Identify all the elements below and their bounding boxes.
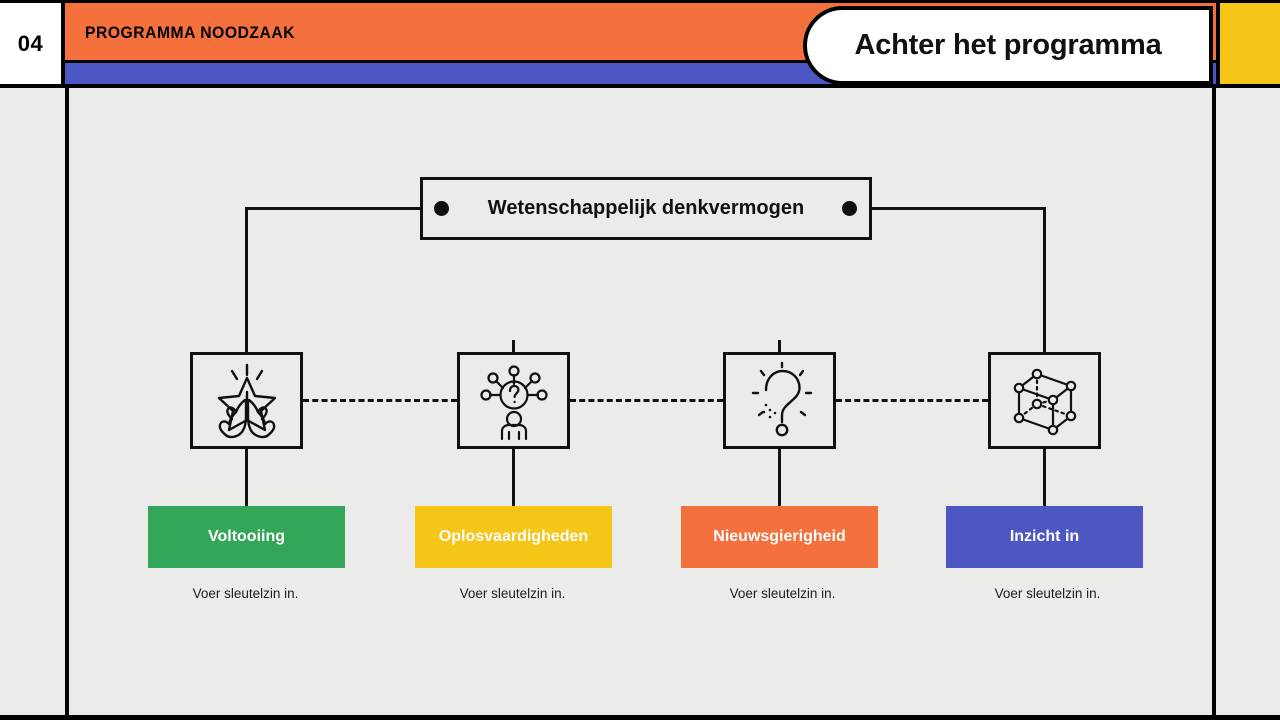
- connector-dashed-2: [836, 399, 988, 402]
- section-label: PROGRAMMA NOODZAAK: [85, 23, 296, 42]
- diagram-canvas: Wetenschappelijk denkvermogen: [0, 88, 1280, 720]
- label-text: Voltooiing: [207, 528, 285, 545]
- connector-stem-2: [778, 449, 781, 507]
- slide-title-pill: Achter het programma: [803, 6, 1213, 85]
- page-title: Achter het programma: [854, 29, 1162, 61]
- slide-header: PROGRAMMA NOODZAAK 04 Achter het program…: [0, 3, 1280, 88]
- connector-stem-3: [1043, 449, 1046, 507]
- slide-number-text: 04: [17, 30, 44, 56]
- cube-lattice-icon: [1005, 361, 1085, 441]
- icon-tile-voltooiing[interactable]: [190, 352, 303, 449]
- label-box-inzicht-in[interactable]: Inzicht in: [946, 506, 1143, 568]
- connector-stem-0: [245, 449, 248, 507]
- connector-top-stem-2: [778, 340, 781, 354]
- caption-inzicht-in[interactable]: Voer sleutelzin in.: [994, 586, 1101, 601]
- connector-root-left-horizontal: [246, 207, 436, 210]
- connector-root-right-horizontal: [848, 207, 1045, 210]
- label-box-voltooiing[interactable]: Voltooiing: [148, 506, 345, 568]
- connector-dot-right-icon: [842, 201, 857, 216]
- caption-nieuwsgierigheid[interactable]: Voer sleutelzin in.: [729, 586, 836, 601]
- slide-number-badge: 04: [0, 3, 65, 88]
- connector-dashed-1: [570, 399, 723, 402]
- caption-voltooiing[interactable]: Voer sleutelzin in.: [192, 586, 299, 601]
- shining-question-mark-icon: [740, 361, 820, 441]
- connector-top-stem-3: [1043, 340, 1046, 354]
- icon-tile-inzicht-in[interactable]: [988, 352, 1101, 449]
- connector-top-stem-1: [512, 340, 515, 354]
- connector-stem-1: [512, 449, 515, 507]
- icon-tile-nieuwsgierigheid[interactable]: [723, 352, 836, 449]
- label-text: Nieuwsgierigheid: [713, 528, 846, 545]
- person-question-network-icon: [474, 361, 554, 441]
- connector-root-left-vertical: [245, 207, 248, 353]
- header-accent-yellow: [1216, 3, 1280, 88]
- frame-left-divider: [65, 88, 69, 720]
- caption-oplosvaardigheden[interactable]: Voer sleutelzin in.: [459, 586, 566, 601]
- icon-tile-oplosvaardigheden[interactable]: [457, 352, 570, 449]
- root-node[interactable]: Wetenschappelijk denkvermogen: [420, 177, 872, 240]
- connector-top-stem-0: [245, 340, 248, 354]
- connector-root-right-vertical: [1043, 207, 1046, 353]
- label-text: Inzicht in: [1009, 528, 1080, 545]
- connector-dot-left-icon: [434, 201, 449, 216]
- connector-dashed-0: [303, 399, 457, 402]
- hands-holding-star-icon: [205, 362, 289, 440]
- label-box-nieuwsgierigheid[interactable]: Nieuwsgierigheid: [681, 506, 878, 568]
- label-box-oplosvaardigheden[interactable]: Oplosvaardigheden: [415, 506, 612, 568]
- label-text: Oplosvaardigheden: [438, 528, 589, 545]
- root-node-label: Wetenschappelijk denkvermogen: [487, 197, 805, 219]
- frame-right-divider: [1212, 88, 1216, 720]
